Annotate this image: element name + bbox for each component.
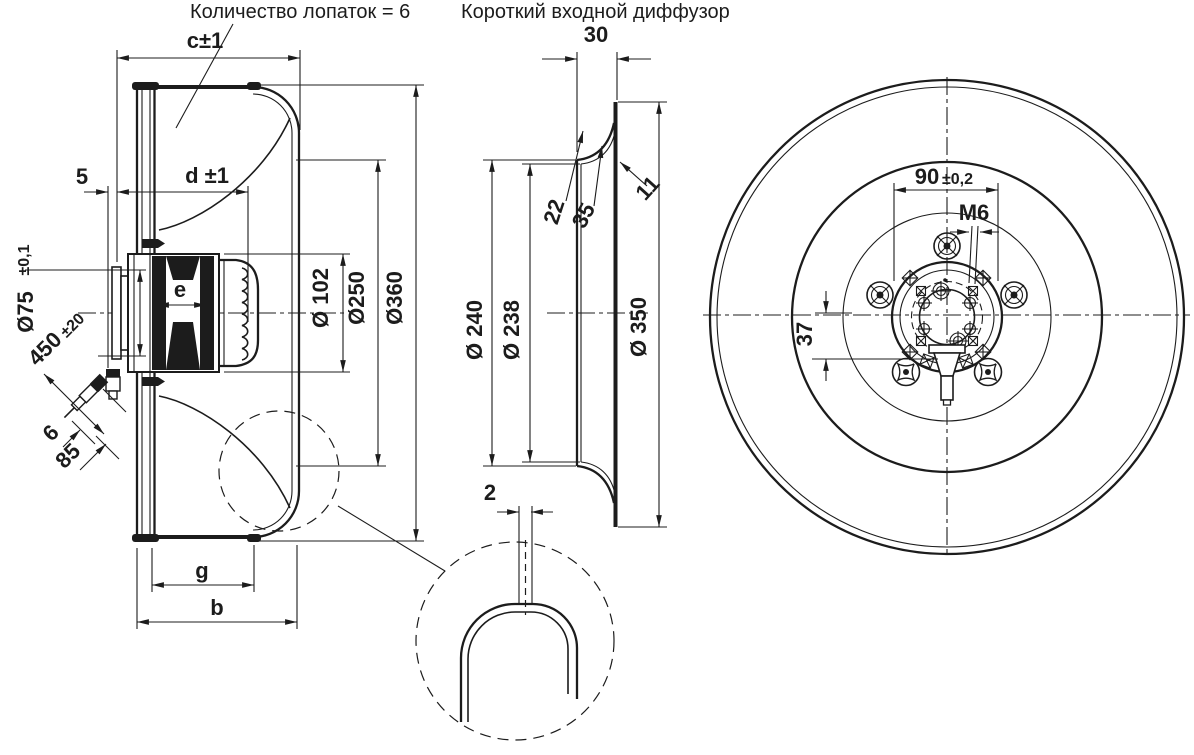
screw-right: [1000, 281, 1028, 309]
screw-left: [866, 281, 894, 309]
motor-cable: [63, 369, 121, 419]
dim-85: 85: [50, 435, 120, 473]
dim-22-label: 22: [538, 196, 569, 227]
dim-360: Ø360: [258, 84, 424, 542]
dim-g-label: g: [195, 558, 208, 583]
dim-11: 11: [619, 161, 664, 205]
blade-edge-bottom: [158, 395, 291, 509]
dim-90-tol: ±0,2: [942, 171, 973, 188]
impeller-outer-circle: [708, 78, 1186, 556]
dim-30: 30: [542, 22, 651, 152]
dim-2: 2: [484, 480, 553, 604]
dim-350-label: Ø 350: [626, 297, 651, 357]
dim-e: e: [157, 277, 206, 308]
dim-360-label: Ø360: [382, 271, 407, 325]
dim-238: Ø 238: [499, 163, 580, 463]
dim-37: 37: [792, 291, 938, 381]
dim-35-label: 35: [567, 199, 601, 232]
cable-gland: [928, 344, 966, 406]
blade-count-title: Количество лопаток = 6: [190, 1, 410, 23]
rim-detail-view: [415, 540, 615, 741]
dim-250: Ø250: [296, 159, 386, 467]
dim-30-label: 30: [584, 22, 608, 47]
screw-bottom-right: [973, 357, 1003, 387]
dim-240: Ø 240: [462, 159, 576, 467]
dim-d-label: d ±1: [185, 163, 229, 188]
dim-75: Ø75 ±0,1: [13, 244, 146, 357]
side-section-view: c±1 d ±1 5 e Ø75 ±0,1 450 ±2: [13, 23, 446, 629]
dim-240-label: Ø 240: [462, 300, 487, 360]
dim-75-label: Ø75: [13, 291, 38, 333]
diffuser-title: Короткий входной диффузор: [461, 1, 730, 23]
detail-marker-circle: [218, 410, 340, 532]
dim-102-label: Ø 102: [308, 268, 333, 328]
dim-5-label: 5: [76, 164, 88, 189]
inlet-ring-circle: [842, 212, 1052, 422]
dim-350: Ø 350: [618, 101, 667, 528]
dim-450-tol: ±20: [57, 310, 88, 341]
dim-c: c±1: [116, 28, 301, 262]
dim-c-label: c±1: [187, 28, 224, 53]
screw-bottom-left: [891, 357, 921, 387]
dim-75-tol: ±0,1: [16, 244, 33, 275]
dim-238-label: Ø 238: [499, 300, 524, 360]
dim-90-label: 90: [915, 164, 939, 189]
dim-250-label: Ø250: [344, 271, 369, 325]
dim-102: Ø 102: [224, 253, 350, 373]
motor-section: [111, 239, 260, 386]
dim-m6-label: M6: [959, 200, 990, 225]
dim-g: g: [151, 545, 255, 592]
front-view: 90 ±0,2 M6 37: [703, 77, 1190, 556]
shroud-inlet-circle: [790, 160, 1104, 474]
dim-5: 5: [76, 164, 109, 368]
dim-6-label: 6: [38, 420, 64, 446]
detail-leader: [337, 505, 446, 572]
hub-mounting-screws: [866, 232, 1028, 387]
dim-90: 90 ±0,2: [893, 164, 999, 281]
dim-e-label: e: [174, 277, 186, 302]
plate-bottom-rolled-edge: [132, 534, 159, 542]
blades-leader: [175, 23, 234, 129]
dim-b: b: [136, 545, 298, 629]
hub-washer-screws: [931, 278, 968, 351]
dim-m6: M6: [950, 200, 999, 285]
plate-top-rolled-edge: [132, 82, 159, 90]
dim-37-label: 37: [792, 322, 817, 346]
dim-2-label: 2: [484, 480, 496, 505]
screw-top: [933, 232, 961, 260]
diffuser-section-view: 30 22 35 11 Ø 240 Ø 238: [415, 22, 667, 741]
dim-b-label: b: [210, 595, 223, 620]
hub-plus-holes: [916, 295, 978, 337]
motor-cooling-fins: [241, 267, 249, 361]
hub-m6-holes: [915, 285, 979, 347]
